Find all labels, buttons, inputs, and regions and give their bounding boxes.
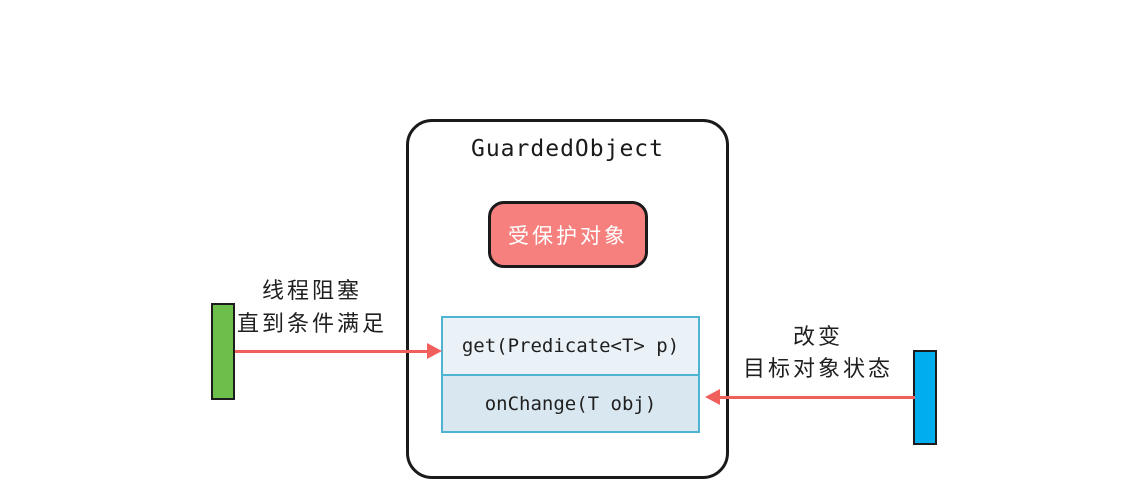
method-box-onchange: onChange(T obj) bbox=[441, 374, 700, 433]
waiting-thread-bar bbox=[211, 303, 235, 400]
protected-object-box: 受保护对象 bbox=[488, 201, 648, 268]
left-annotation-line1: 线程阻塞 bbox=[261, 278, 362, 303]
guarded-object-title: GuardedObject bbox=[470, 136, 664, 162]
onchange-arrow-line bbox=[719, 396, 915, 399]
left-annotation-line2: 直到条件满足 bbox=[236, 311, 387, 336]
right-annotation-line2: 目标对象状态 bbox=[742, 356, 893, 381]
left-annotation: 线程阻塞 直到条件满足 bbox=[207, 274, 417, 340]
method-box-get: get(Predicate<T> p) bbox=[441, 316, 700, 376]
get-arrow-line bbox=[235, 350, 429, 353]
method-onchange-label: onChange(T obj) bbox=[484, 392, 657, 415]
protected-object-label: 受保护对象 bbox=[508, 224, 628, 248]
method-get-label: get(Predicate<T> p) bbox=[461, 335, 680, 357]
onchange-arrow-head-icon bbox=[705, 389, 720, 405]
get-arrow-head-icon bbox=[427, 343, 442, 359]
right-annotation-line1: 改变 bbox=[792, 324, 843, 349]
right-annotation: 改变 目标对象状态 bbox=[713, 321, 923, 385]
